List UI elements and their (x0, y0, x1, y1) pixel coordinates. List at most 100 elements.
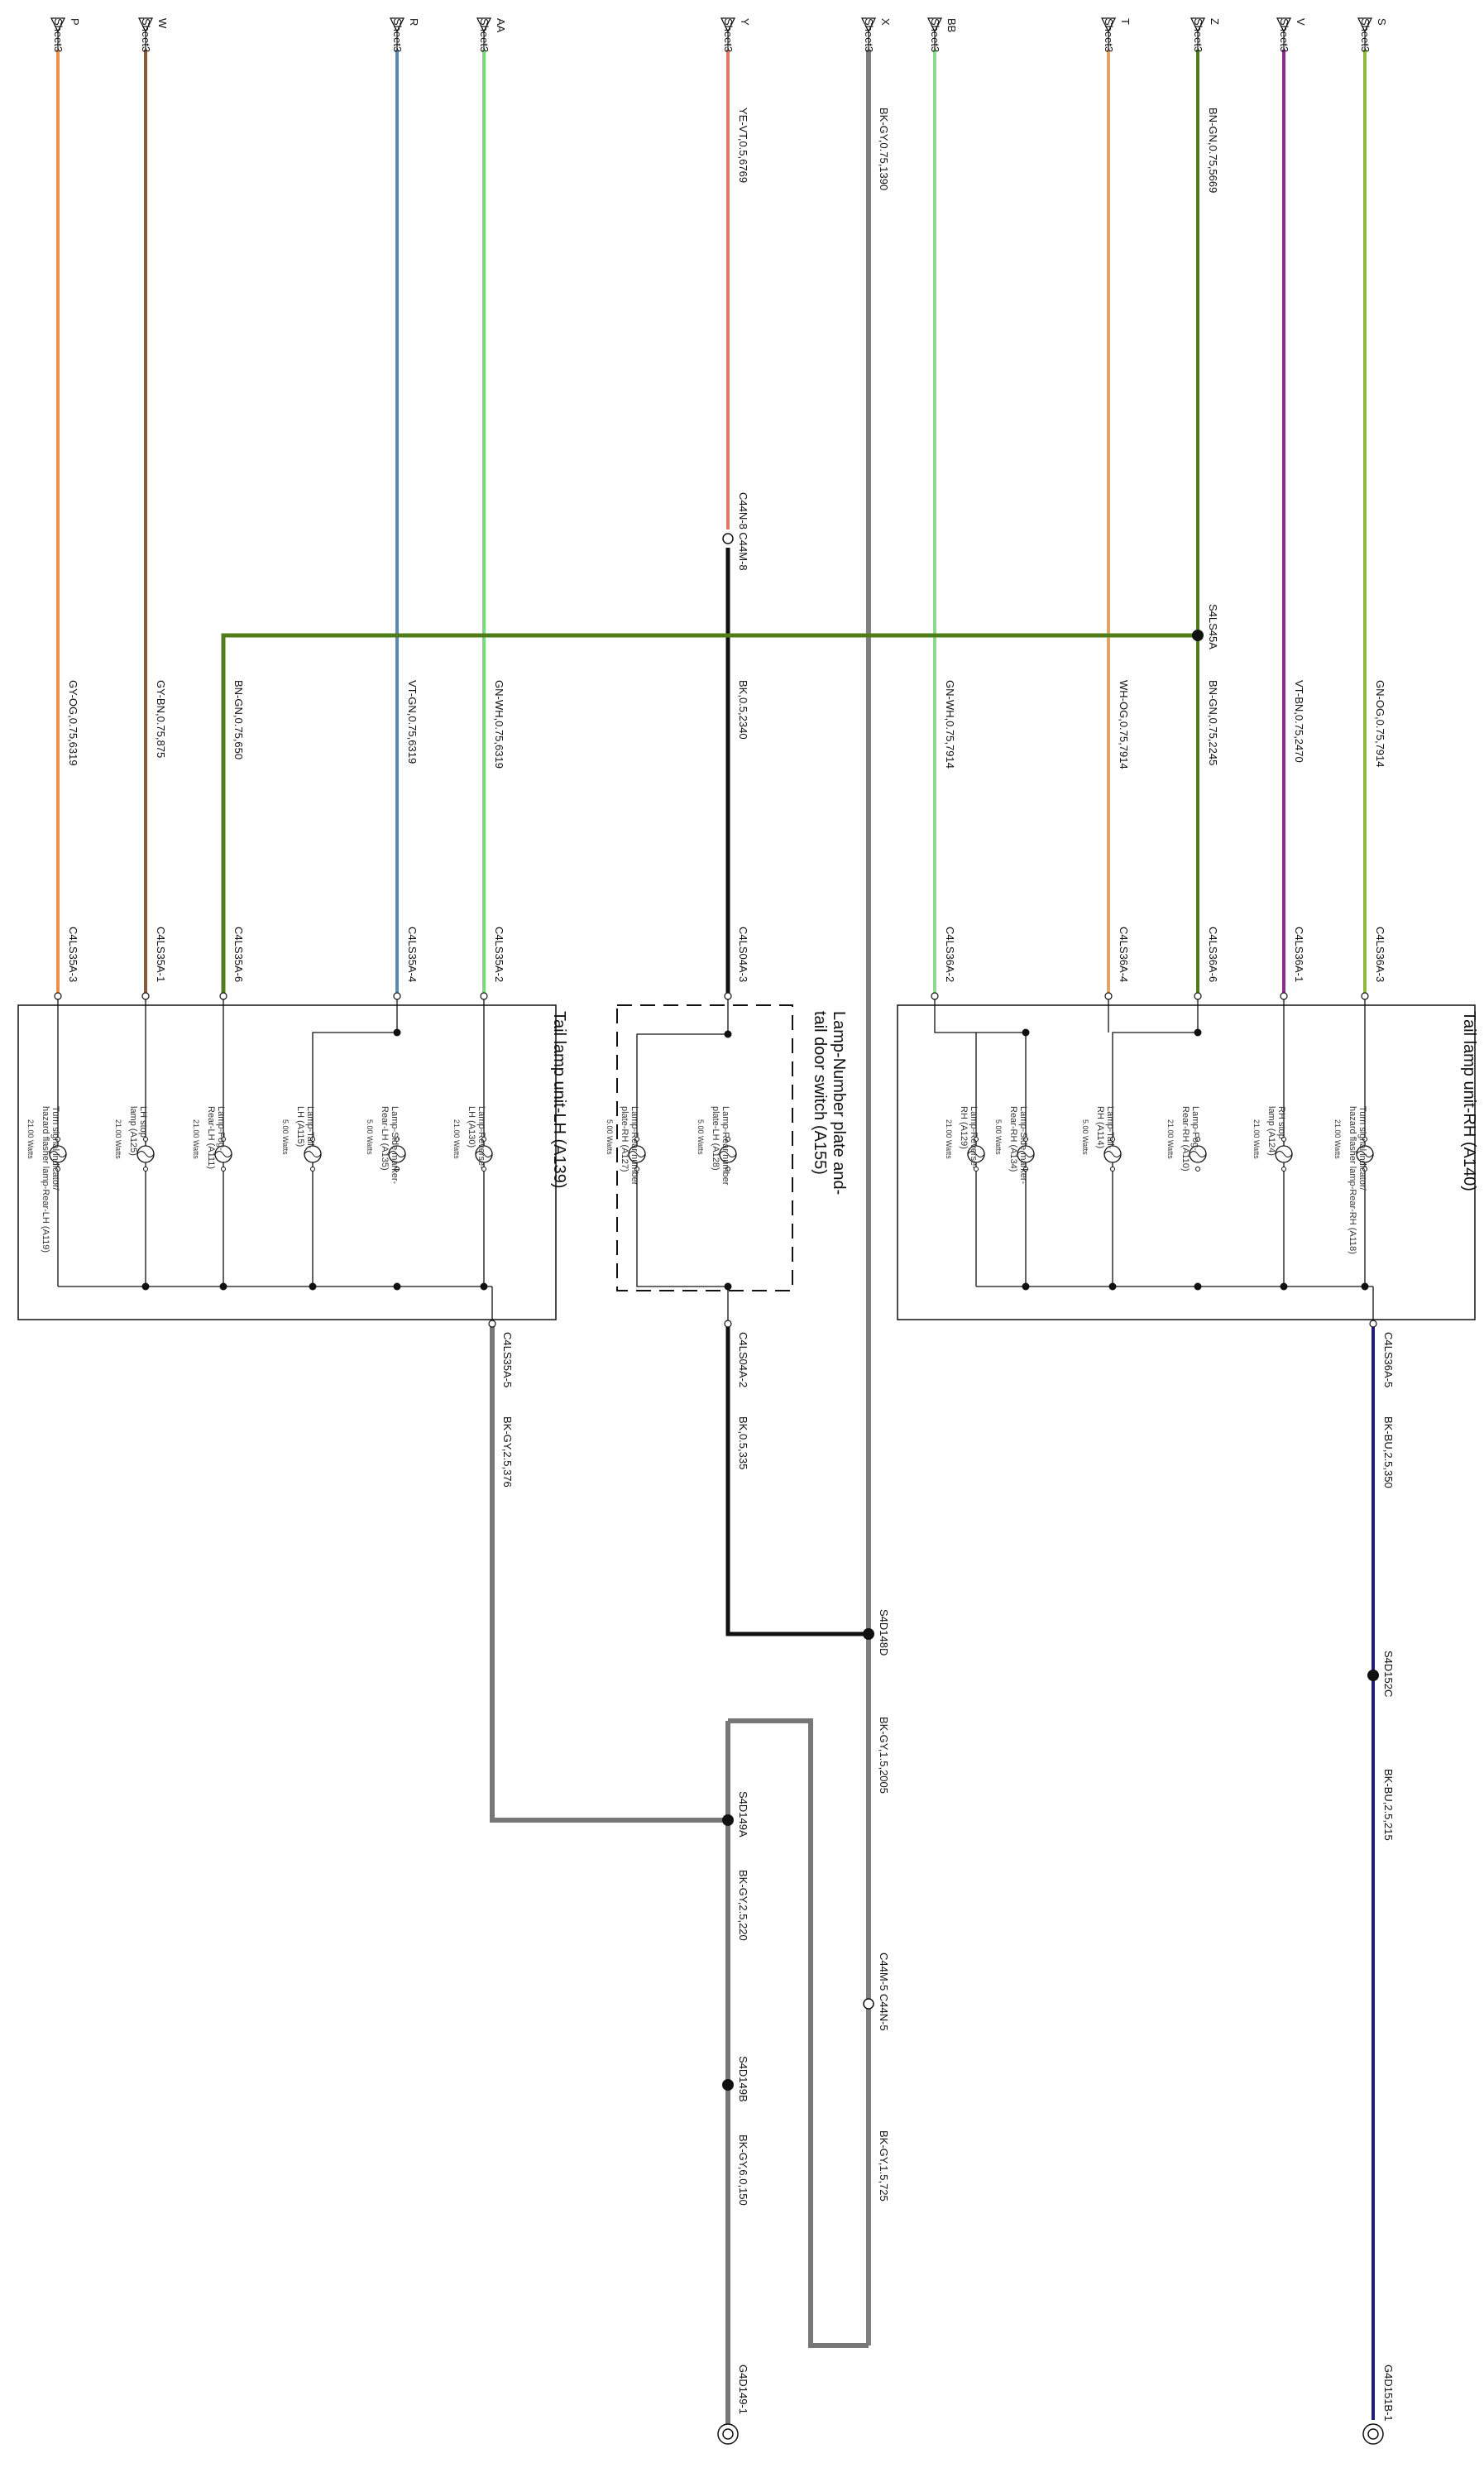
lamp-name-1: Lamp-Rear number (630, 1106, 639, 1186)
tail-lamp-rh-title: Tail lamp unit-RH (A140) (1460, 1011, 1478, 1191)
lamp-name-1: Lamp-Fog- (1190, 1106, 1200, 1151)
lamp-rh-2: Lamp-Fog-Rear-RH (A110)21.00 Watts (1166, 1106, 1207, 1172)
lamp-name-2: Rear-RH (A134) (1008, 1106, 1018, 1172)
junction-dot (393, 1028, 401, 1037)
connector-pins (54, 992, 1377, 1328)
wire-label-s-mid: GN-OG,0.75,7914 (1374, 680, 1386, 768)
wire-label-bb-mid: GN-WH,0.75,7914 (944, 680, 956, 769)
tail-lamp-lh-box (17, 1004, 557, 1320)
lamp-name-2: RH (A129) (959, 1106, 969, 1149)
splice-label-s4d152c: S4D152C (1382, 1651, 1395, 1697)
wire-bn-gn-bus (221, 633, 1198, 996)
lamp-name-2: RH (A114) (1095, 1106, 1105, 1148)
filament-icon (388, 1151, 406, 1157)
lamp-wattage: 5.00 Watts (697, 1119, 705, 1155)
connector-arrow-icon (1276, 17, 1292, 33)
connector-arrow-icon (926, 17, 943, 33)
number-plate-box (616, 1004, 793, 1291)
junction-dot (1280, 1282, 1288, 1291)
connector-arrow-icon (50, 17, 66, 33)
connector-sheet: Sheet3 (1103, 18, 1115, 52)
connector-letter: V (1295, 18, 1307, 26)
filament-icon (1017, 1151, 1035, 1157)
wire-label-group: BN-GN,0.75,5669 BK-GY,0.75,1390 YE-VT,0.… (67, 108, 1395, 2422)
lamp-name-1: Lamp-Side marker- (390, 1106, 400, 1184)
connector-sheet: Sheet3 (722, 18, 735, 52)
lamp-name-2: hazard flasher lamp-Rear-RH (A118) (1348, 1106, 1357, 1254)
pin-label-rh-3: C4LS36A-3 (1374, 927, 1386, 982)
wires (56, 50, 1375, 2424)
connector-arrow-icon (1357, 17, 1373, 33)
lamp-rh-5: Lamp-Reverse-RH (A129) 21.00 Watts (945, 1106, 985, 1172)
lamp-lh-2: Lamp-Tail-LH (A115)5.00 Watts (281, 1106, 322, 1172)
lamp-wattage: 21.00 Watts (192, 1119, 200, 1159)
lamp-wattage: 21.00 Watts (1333, 1119, 1342, 1159)
junction-dot (309, 1282, 317, 1291)
pin-circle (1280, 992, 1288, 1000)
wire-x-loop (728, 1718, 869, 2348)
filament-icon (1189, 1151, 1207, 1157)
pin-label-lh-1: C4LS35A-1 (155, 927, 167, 982)
wire-label-lh-return: BK-GY,2.5,376 (501, 1416, 514, 1488)
lamp-name-1: RH stop (1276, 1106, 1286, 1139)
connector-sheet: Sheet3 (52, 18, 65, 52)
top-connector-t: T Sheet3 (1100, 17, 1132, 52)
ground-label-rh: G4D151B-1 (1382, 2365, 1395, 2422)
pin-circle (141, 992, 150, 1000)
lamp-name-1: LH stop (138, 1106, 148, 1138)
lamp-name-2: LH (A115) (295, 1106, 305, 1147)
lamp-name-2: hazard flasher lamp-Rear-LH (A119) (41, 1106, 50, 1253)
inline-label-x: C44M-5 C44N-5 (878, 1953, 890, 2031)
splice-s4ls45a-dot (1192, 630, 1204, 641)
junction-dot (1108, 1282, 1117, 1291)
splice-label-s4d149b: S4D149B (737, 2056, 749, 2102)
wire-label-x-low1: BK-GY,1.5,2005 (878, 1717, 890, 1794)
pin-circle (1361, 992, 1369, 1000)
wire-label-x-top: BK-GY,0.75,1390 (878, 108, 890, 190)
lamp-name-1: Lamp-Reverse- (969, 1106, 979, 1169)
pin-label-lh-5: C4LS35A-5 (501, 1332, 514, 1387)
wire-label-rh-return-2: BK-BU,2.5,215 (1382, 1769, 1395, 1841)
junction-dot (1022, 1282, 1030, 1291)
inline-connectors (722, 533, 874, 2010)
connector-letter: T (1119, 18, 1132, 25)
pin-label-lh-2: C4LS35A-2 (493, 927, 505, 982)
wire-lh-return (490, 1324, 726, 1823)
connector-letter: Z (1209, 18, 1221, 25)
pin-label-lh-4: C4LS35A-4 (406, 927, 419, 982)
junction-dot (724, 1282, 732, 1291)
lamp-lh-5: Turn signal indicator/hazard flasher lam… (26, 1106, 67, 1253)
junction-dot (1194, 1282, 1202, 1291)
connector-letter: S (1376, 18, 1388, 26)
filament-icon (1356, 1151, 1374, 1157)
number-plate-title-1: Lamp-Number plate and- (830, 1011, 848, 1195)
filament-icon (475, 1151, 493, 1157)
lamp-wattage: 5.00 Watts (1081, 1119, 1089, 1155)
connector-sheet: Sheet3 (1359, 18, 1372, 52)
lamp-wattage: 21.00 Watts (945, 1119, 953, 1159)
splice-label-s4ls45a: S4LS45A (1207, 604, 1219, 649)
connector-arrow-icon (1190, 17, 1206, 33)
connector-letter: R (408, 18, 420, 26)
lamp-wattage: 5.00 Watts (606, 1119, 614, 1155)
splice-s4d149b-dot (722, 2079, 734, 2091)
lamp-lh-3: Lamp-Fog-Rear-LH (A111)21.00 Watts (192, 1106, 232, 1172)
pin-circle (1194, 992, 1202, 1000)
connector-arrow-icon (720, 17, 736, 33)
lamp-name-2: Rear-LH (A135) (380, 1106, 390, 1171)
pin-label-lh-3: C4LS35A-3 (67, 927, 79, 982)
lamp-name-2: Rear-LH (A111) (206, 1106, 216, 1169)
lamp-name-2: plate-LH (A128) (711, 1106, 720, 1171)
top-connector-s: S Sheet3 (1357, 17, 1388, 52)
pin-circle (393, 992, 401, 1000)
lamp-lh-0: Lamp-Reverse-LH (A130)21.00 Watts (452, 1106, 493, 1172)
connector-arrow-icon (476, 17, 492, 33)
connector-letter: P (69, 18, 81, 26)
lamp-name-2: lamp (A124) (1266, 1106, 1276, 1156)
lamp-wattage: 5.00 Watts (281, 1119, 290, 1155)
connector-sheet: Sheet3 (1278, 18, 1290, 52)
